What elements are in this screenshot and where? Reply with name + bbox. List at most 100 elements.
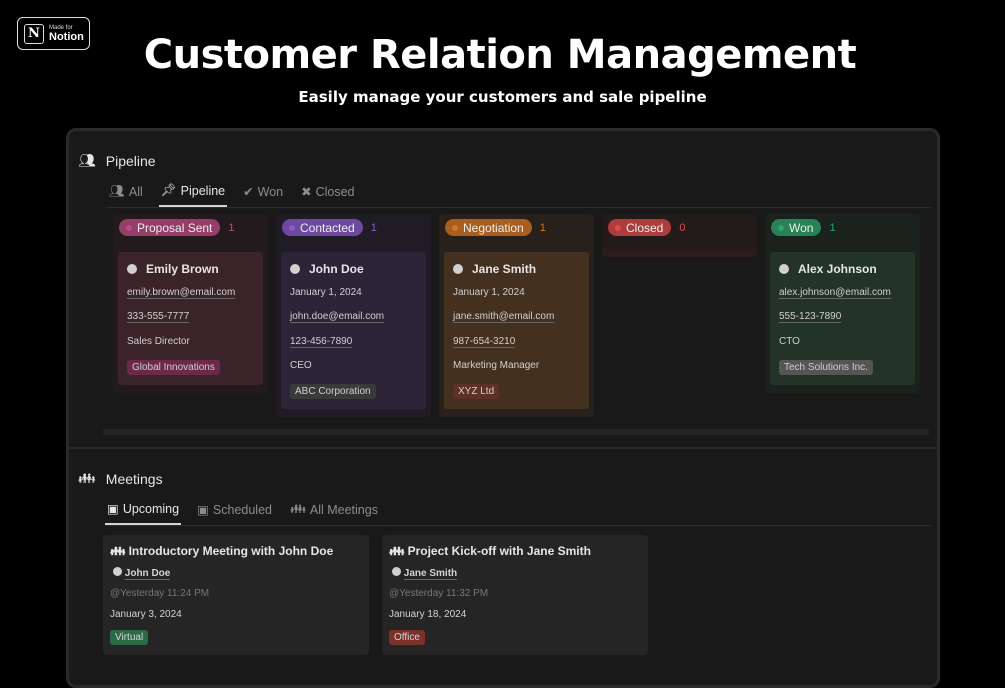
column-count: 1 bbox=[539, 221, 546, 234]
x-circle-icon: ✖ bbox=[301, 185, 312, 199]
pipeline-tabs: 👥︎All 📌︎Pipeline ✔Won ✖Closed bbox=[107, 177, 931, 208]
tab-won[interactable]: ✔Won bbox=[241, 177, 285, 207]
column-count: 0 bbox=[679, 221, 686, 234]
contact-field: January 1, 2024 bbox=[453, 287, 525, 298]
company-tag: Global Innovations bbox=[127, 359, 220, 375]
person-icon bbox=[113, 567, 122, 576]
crm-panel: 👥︎Pipeline 👥︎All 📌︎Pipeline ✔Won ✖Closed… bbox=[66, 128, 940, 688]
contact-name: John Doe bbox=[309, 262, 364, 276]
badge-line1: Made for bbox=[49, 24, 73, 31]
column-count: 1 bbox=[829, 221, 836, 234]
contact-field: CTO bbox=[779, 335, 800, 347]
tab-label: Scheduled bbox=[212, 502, 272, 517]
column-count: 1 bbox=[370, 221, 377, 234]
status-dot-icon bbox=[615, 224, 621, 231]
meetings-title: Meetings bbox=[105, 470, 163, 487]
contact-field[interactable]: emily.brown@email.com bbox=[127, 287, 236, 299]
notion-logo-icon: N bbox=[24, 23, 44, 44]
tab-label: Closed bbox=[315, 184, 355, 199]
person-icon bbox=[290, 264, 300, 274]
meeting-person[interactable]: Jane Smith bbox=[403, 568, 458, 580]
status-pill[interactable]: Negotiation bbox=[445, 219, 532, 236]
calendar-icon: ▣ bbox=[107, 502, 119, 516]
meeting-date: January 18, 2024 bbox=[389, 609, 467, 620]
pipeline-column: Closed 0 bbox=[602, 214, 757, 257]
contact-field[interactable]: jane.smith@email.com bbox=[453, 311, 555, 324]
contact-field[interactable]: 333-555-7777 bbox=[127, 311, 190, 324]
people-icon: 👥︎ bbox=[78, 152, 96, 168]
contact-card[interactable]: Alex Johnson alex.johnson@email.com 555-12… bbox=[770, 252, 915, 385]
status-pill[interactable]: Proposal Sent bbox=[119, 219, 221, 236]
contact-name: Emily Brown bbox=[146, 262, 219, 276]
meeting-date: January 3, 2024 bbox=[110, 609, 182, 620]
status-pill[interactable]: Contacted bbox=[282, 219, 363, 236]
tab-all[interactable]: 👥︎All bbox=[107, 177, 145, 207]
person-icon bbox=[453, 264, 463, 274]
status-pill[interactable]: Closed bbox=[608, 219, 672, 236]
status-dot-icon bbox=[126, 224, 132, 231]
contact-field: January 1, 2024 bbox=[290, 287, 362, 298]
column-header: Won 1 bbox=[765, 214, 920, 241]
status-label: Negotiation bbox=[463, 220, 524, 235]
section-divider bbox=[69, 447, 937, 449]
meeting-icon: 👪︎ bbox=[289, 502, 306, 516]
pipeline-title: Pipeline bbox=[105, 152, 156, 169]
check-circle-icon: ✔ bbox=[243, 185, 254, 199]
meeting-person[interactable]: John Doe bbox=[124, 568, 171, 580]
meeting-card[interactable]: 👪︎ Project Kick-off with Jane Smith Jane… bbox=[382, 535, 648, 655]
board-scrollbar[interactable] bbox=[103, 429, 929, 435]
status-dot-icon bbox=[289, 224, 295, 231]
company-tag: ABC Corporation bbox=[290, 384, 376, 400]
meeting-icon: 👪︎ bbox=[389, 544, 408, 558]
status-label: Contacted bbox=[300, 220, 355, 235]
tab-scheduled[interactable]: ▣Scheduled bbox=[195, 495, 274, 525]
tab-label: Upcoming bbox=[122, 501, 180, 516]
tab-label: All Meetings bbox=[309, 502, 378, 517]
empty-column-placeholder bbox=[602, 249, 757, 257]
status-dot-icon bbox=[778, 224, 784, 231]
contact-field[interactable]: 123-456-7890 bbox=[290, 335, 353, 348]
company-tag: Tech Solutions Inc. bbox=[779, 359, 873, 375]
column-header: Contacted 1 bbox=[276, 214, 431, 241]
meeting-icon: 👪︎ bbox=[78, 470, 96, 486]
page-subtitle: Easily manage your customers and sale pi… bbox=[298, 88, 707, 106]
person-icon bbox=[392, 567, 401, 576]
contact-field[interactable]: alex.johnson@email.com bbox=[779, 287, 891, 299]
contact-name: Alex Johnson bbox=[798, 262, 877, 276]
status-pill[interactable]: Won bbox=[771, 219, 822, 236]
pin-icon: 📌︎ bbox=[160, 183, 177, 197]
people-icon: 👥︎ bbox=[109, 184, 125, 198]
tab-pipeline[interactable]: 📌︎Pipeline bbox=[158, 177, 228, 207]
tab-closed[interactable]: ✖Closed bbox=[299, 177, 356, 207]
meetings-heading: 👪︎ Meetings bbox=[78, 470, 163, 487]
meeting-icon: 👪︎ bbox=[110, 544, 129, 558]
tab-upcoming[interactable]: ▣Upcoming bbox=[105, 495, 182, 525]
meeting-card[interactable]: 👪︎ Introductory Meeting with John Doe Jo… bbox=[103, 535, 369, 655]
contact-card[interactable]: Emily Brown emily.brown@email.com 333-555-… bbox=[118, 252, 263, 385]
meeting-created: @Yesterday 11:24 PM bbox=[110, 588, 210, 599]
tab-label: Won bbox=[257, 184, 284, 199]
meeting-type-tag: Office bbox=[389, 630, 425, 645]
column-header: Closed 0 bbox=[602, 214, 757, 241]
tab-all-meetings[interactable]: 👪︎All Meetings bbox=[288, 495, 380, 525]
meeting-title: Project Kick-off with Jane Smith bbox=[407, 544, 591, 558]
contact-field[interactable]: 555-123-7890 bbox=[779, 311, 842, 324]
calendar-icon: ▣ bbox=[197, 503, 209, 517]
badge-line2: Notion bbox=[49, 30, 84, 43]
meeting-created: @Yesterday 11:32 PM bbox=[389, 588, 489, 599]
company-tag: XYZ Ltd bbox=[453, 384, 500, 400]
contact-field: Sales Director bbox=[127, 335, 190, 347]
column-header: Negotiation 1 bbox=[439, 214, 594, 241]
status-dot-icon bbox=[452, 224, 458, 231]
meetings-tabs: ▣Upcoming ▣Scheduled 👪︎All Meetings bbox=[105, 495, 931, 526]
contact-field[interactable]: john.doe@email.com bbox=[290, 311, 385, 324]
page-title: Customer Relation Management bbox=[143, 32, 857, 78]
contact-field[interactable]: 987-654-3210 bbox=[453, 335, 516, 348]
